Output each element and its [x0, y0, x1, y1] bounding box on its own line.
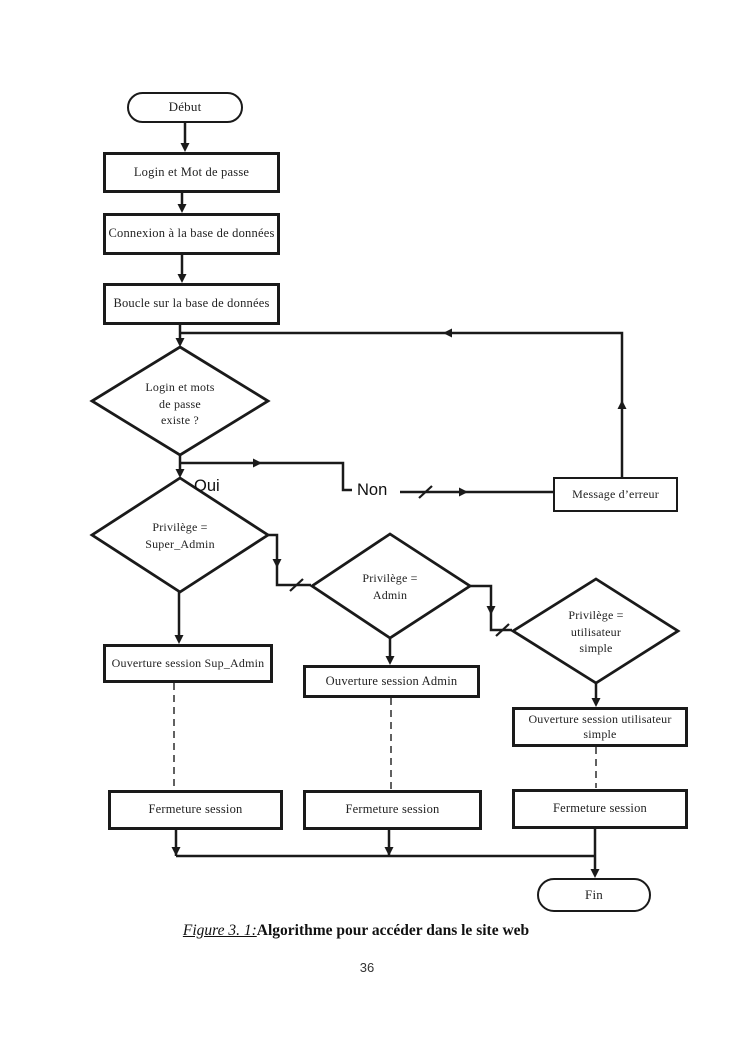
node-fermeture-session-2: Fermeture session — [303, 790, 482, 830]
branch-non-label: Non — [357, 481, 388, 499]
node-ouverture-utilisateur-label: Ouverture session utilisateur simple — [528, 712, 672, 741]
diamond-check-simple-user — [510, 577, 681, 685]
node-ouverture-admin: Ouverture session Admin — [303, 665, 480, 698]
diamond-check-credentials — [89, 345, 271, 457]
node-check-admin-label: Privilège = Admin — [362, 571, 418, 602]
figure-caption: Figure 3. 1:Algorithme pour accéder dans… — [0, 922, 712, 940]
node-check-super-admin-label: Privilège = Super_Admin — [145, 520, 215, 551]
connector-error-feedback — [180, 331, 624, 477]
node-fermeture-session-1: Fermeture session — [108, 790, 283, 830]
node-boucle-label: Boucle sur la base de données — [113, 296, 270, 311]
node-start-label: Début — [168, 99, 202, 115]
diamond-check-super-admin — [89, 476, 271, 594]
node-end-label: Fin — [585, 886, 603, 902]
node-ouverture-sup-admin: Ouverture session Sup_Admin — [103, 644, 273, 683]
node-fermeture-session-2-label: Fermeture session — [345, 802, 440, 817]
node-fermeture-session-3-label: Fermeture session — [552, 801, 647, 816]
node-login: Login et Mot de passe — [103, 152, 280, 193]
branch-oui-label: Oui — [194, 477, 220, 495]
node-message-erreur: Message d’erreur — [553, 477, 678, 512]
arrowheads — [171, 143, 627, 878]
node-connexion: Connexion à la base de données — [103, 213, 280, 255]
node-check-credentials-label: Login et mots de passe existe ? — [145, 380, 215, 428]
node-fermeture-session-3: Fermeture session — [512, 789, 688, 829]
node-message-erreur-label: Message d’erreur — [572, 487, 659, 501]
node-fermeture-session-1-label: Fermeture session — [148, 802, 243, 817]
node-start: Début — [127, 92, 243, 123]
node-ouverture-utilisateur: Ouverture session utilisateur simple — [512, 707, 688, 747]
node-ouverture-admin-label: Ouverture session Admin — [325, 673, 458, 688]
page-number: 36 — [359, 960, 375, 975]
node-check-simple-user-label: Privilège = utilisateur simple — [568, 608, 624, 656]
node-login-label: Login et Mot de passe — [133, 164, 250, 179]
figure-caption-title: Algorithme pour accéder dans le site web — [256, 922, 530, 939]
node-connexion-label: Connexion à la base de données — [108, 226, 275, 241]
node-ouverture-sup-admin-label: Ouverture session Sup_Admin — [111, 656, 265, 670]
figure-caption-label: Figure 3. 1: — [182, 922, 257, 939]
node-boucle: Boucle sur la base de données — [103, 283, 280, 325]
connector-tick-marks — [289, 485, 510, 637]
node-end: Fin — [537, 878, 651, 912]
diamond-check-admin — [309, 532, 473, 640]
